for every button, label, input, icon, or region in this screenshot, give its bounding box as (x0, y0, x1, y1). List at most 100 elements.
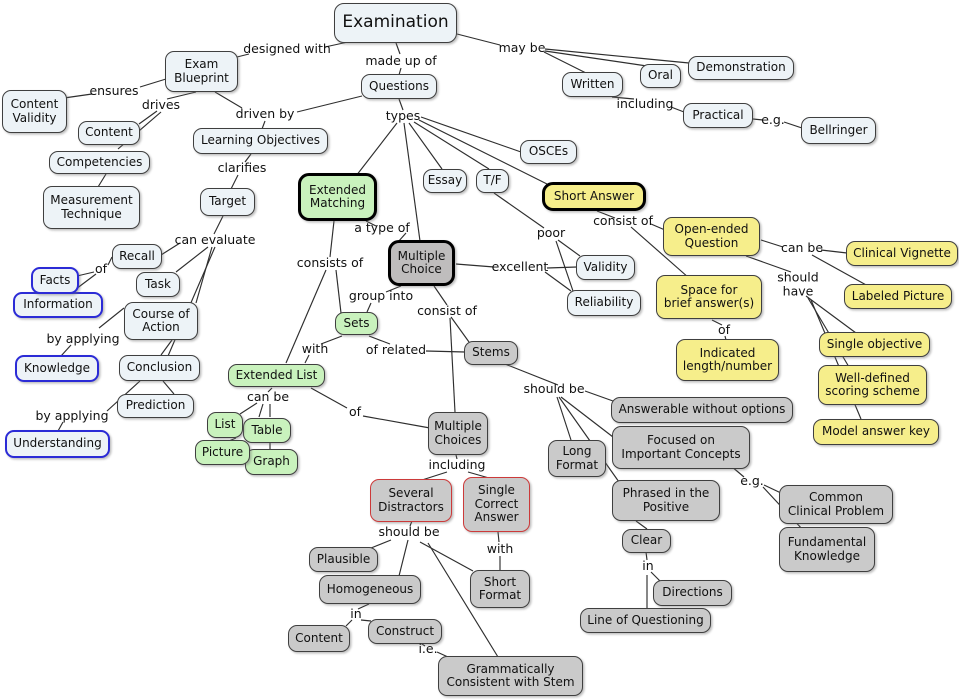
node-conclusion[interactable]: Conclusion (119, 355, 200, 381)
node-plausible[interactable]: Plausible (309, 547, 378, 572)
node-list[interactable]: List (207, 412, 243, 438)
link-label-consist-of-2[interactable]: consist of (593, 213, 653, 229)
node-practical[interactable]: Practical (683, 103, 753, 128)
node-bellringer[interactable]: Bellringer (801, 117, 876, 144)
node-content-distractor[interactable]: Content (288, 625, 350, 652)
link-label-including-2[interactable]: including (428, 457, 486, 473)
node-homogeneous[interactable]: Homogeneous (319, 575, 421, 604)
link-label-consists-of[interactable]: consists of (296, 255, 364, 271)
node-course-of-action[interactable]: Course of Action (124, 302, 198, 340)
node-examination[interactable]: Examination (334, 3, 457, 43)
node-extended-list[interactable]: Extended List (228, 364, 325, 387)
node-knowledge[interactable]: Knowledge (15, 355, 99, 382)
link-label-eg-2[interactable]: e.g. (740, 473, 764, 489)
node-indicated-length-number[interactable]: Indicated length/number (676, 339, 779, 381)
node-directions[interactable]: Directions (653, 580, 732, 606)
node-extended-matching[interactable]: Extended Matching (298, 173, 377, 221)
node-labeled-picture[interactable]: Labeled Picture (844, 284, 952, 309)
link-label-poor[interactable]: poor (536, 225, 566, 241)
node-osces[interactable]: OSCEs (520, 140, 577, 164)
node-model-answer-key[interactable]: Model answer key (813, 419, 939, 445)
link-label-by-applying-1[interactable]: by applying (46, 331, 120, 347)
node-content[interactable]: Content (78, 121, 140, 145)
node-single-objective[interactable]: Single objective (819, 332, 930, 357)
link-label-clarifies[interactable]: clarifies (217, 160, 267, 176)
node-learning-objectives[interactable]: Learning Objectives (193, 128, 328, 154)
link-label-can-be-1[interactable]: can be (246, 389, 290, 405)
link-label-eg-1[interactable]: e.g. (761, 112, 785, 128)
link-label-can-be-2[interactable]: can be (780, 240, 824, 256)
node-graph[interactable]: Graph (245, 449, 298, 475)
node-essay[interactable]: Essay (423, 169, 467, 193)
node-short-answer[interactable]: Short Answer (542, 182, 646, 211)
node-sets[interactable]: Sets (335, 312, 378, 335)
node-task[interactable]: Task (136, 272, 180, 297)
link-label-can-evaluate[interactable]: can evaluate (174, 232, 256, 248)
link-label-with-2[interactable]: with (486, 541, 514, 557)
link-label-of-2[interactable]: of (348, 404, 362, 420)
node-focused-on-important-concepts[interactable]: Focused on Important Concepts (612, 426, 750, 469)
node-written[interactable]: Written (562, 72, 623, 97)
link-label-ensures[interactable]: ensures (89, 83, 139, 99)
node-demonstration[interactable]: Demonstration (688, 56, 794, 80)
link-label-a-type-of[interactable]: a type of (354, 220, 410, 236)
node-several-distractors[interactable]: Several Distractors (370, 479, 452, 522)
node-common-clinical-problem[interactable]: Common Clinical Problem (779, 485, 893, 524)
node-well-defined-scoring-scheme[interactable]: Well-defined scoring scheme (818, 365, 927, 405)
link-label-drives[interactable]: drives (141, 97, 181, 113)
node-construct[interactable]: Construct (368, 619, 442, 644)
link-label-ie[interactable]: i.e. (418, 641, 438, 657)
node-content-validity[interactable]: Content Validity (2, 90, 67, 133)
node-reliability[interactable]: Reliability (567, 290, 641, 316)
node-open-ended-question[interactable]: Open-ended Question (663, 217, 760, 256)
node-prediction[interactable]: Prediction (117, 394, 194, 418)
link-label-including-1[interactable]: including (616, 96, 674, 112)
node-table[interactable]: Table (243, 418, 291, 443)
node-multiple-choice[interactable]: Multiple Choice (388, 240, 455, 286)
link-label-designed-with[interactable]: designed with (243, 41, 331, 57)
link-label-excellent[interactable]: excellent (491, 259, 549, 275)
node-facts[interactable]: Facts (31, 267, 79, 294)
node-single-correct-answer[interactable]: Single Correct Answer (463, 477, 530, 532)
node-line-of-questioning[interactable]: Line of Questioning (580, 608, 711, 633)
link-label-in-1[interactable]: in (350, 606, 362, 622)
node-picture[interactable]: Picture (195, 440, 250, 465)
node-clinical-vignette[interactable]: Clinical Vignette (846, 241, 958, 266)
node-information[interactable]: Information (13, 292, 103, 318)
node-exam-blueprint[interactable]: Exam Blueprint (165, 51, 238, 92)
link-label-consist-of-1[interactable]: consist of (417, 303, 477, 319)
link-label-group-into[interactable]: group into (348, 288, 414, 304)
link-label-of-1[interactable]: of (94, 261, 108, 277)
node-fundamental-knowledge[interactable]: Fundamental Knowledge (779, 527, 875, 572)
link-label-in-2[interactable]: in (642, 558, 654, 574)
link-label-types[interactable]: types (385, 108, 421, 124)
node-validity[interactable]: Validity (576, 255, 635, 280)
link-label-should-be-1[interactable]: should be (523, 381, 585, 397)
node-short-format[interactable]: Short Format (470, 570, 530, 608)
node-long-format[interactable]: Long Format (548, 440, 606, 477)
link-label-driven-by[interactable]: driven by (235, 106, 295, 122)
node-measurement-technique[interactable]: Measurement Technique (43, 186, 140, 229)
node-stems[interactable]: Stems (464, 341, 518, 365)
node-answerable-without-options[interactable]: Answerable without options (611, 397, 793, 423)
node-multiple-choices[interactable]: Multiple Choices (428, 412, 488, 455)
node-space-for-brief-answers[interactable]: Space for brief answer(s) (656, 275, 762, 319)
link-label-may-be[interactable]: may be (498, 40, 546, 56)
link-label-with-1[interactable]: with (301, 341, 329, 357)
node-oral[interactable]: Oral (640, 64, 681, 88)
link-label-by-applying-2[interactable]: by applying (35, 408, 109, 424)
node-recall[interactable]: Recall (112, 244, 162, 269)
link-label-of-related[interactable]: of related (365, 342, 427, 358)
node-competencies[interactable]: Competencies (49, 151, 150, 174)
node-questions[interactable]: Questions (361, 74, 437, 99)
node-understanding[interactable]: Understanding (5, 430, 110, 458)
link-label-of-3[interactable]: of (717, 322, 731, 338)
node-clear[interactable]: Clear (622, 529, 671, 553)
node-phrased-in-the-positive[interactable]: Phrased in the Positive (612, 480, 720, 521)
link-label-should-have[interactable]: should have (777, 269, 819, 298)
node-grammatically-consistent-with-stem[interactable]: Grammatically Consistent with Stem (438, 656, 583, 696)
node-target[interactable]: Target (200, 188, 255, 216)
node-true-false[interactable]: T/F (476, 169, 509, 193)
link-label-made-up-of[interactable]: made up of (365, 53, 437, 69)
link-label-should-be-2[interactable]: should be (378, 524, 440, 540)
